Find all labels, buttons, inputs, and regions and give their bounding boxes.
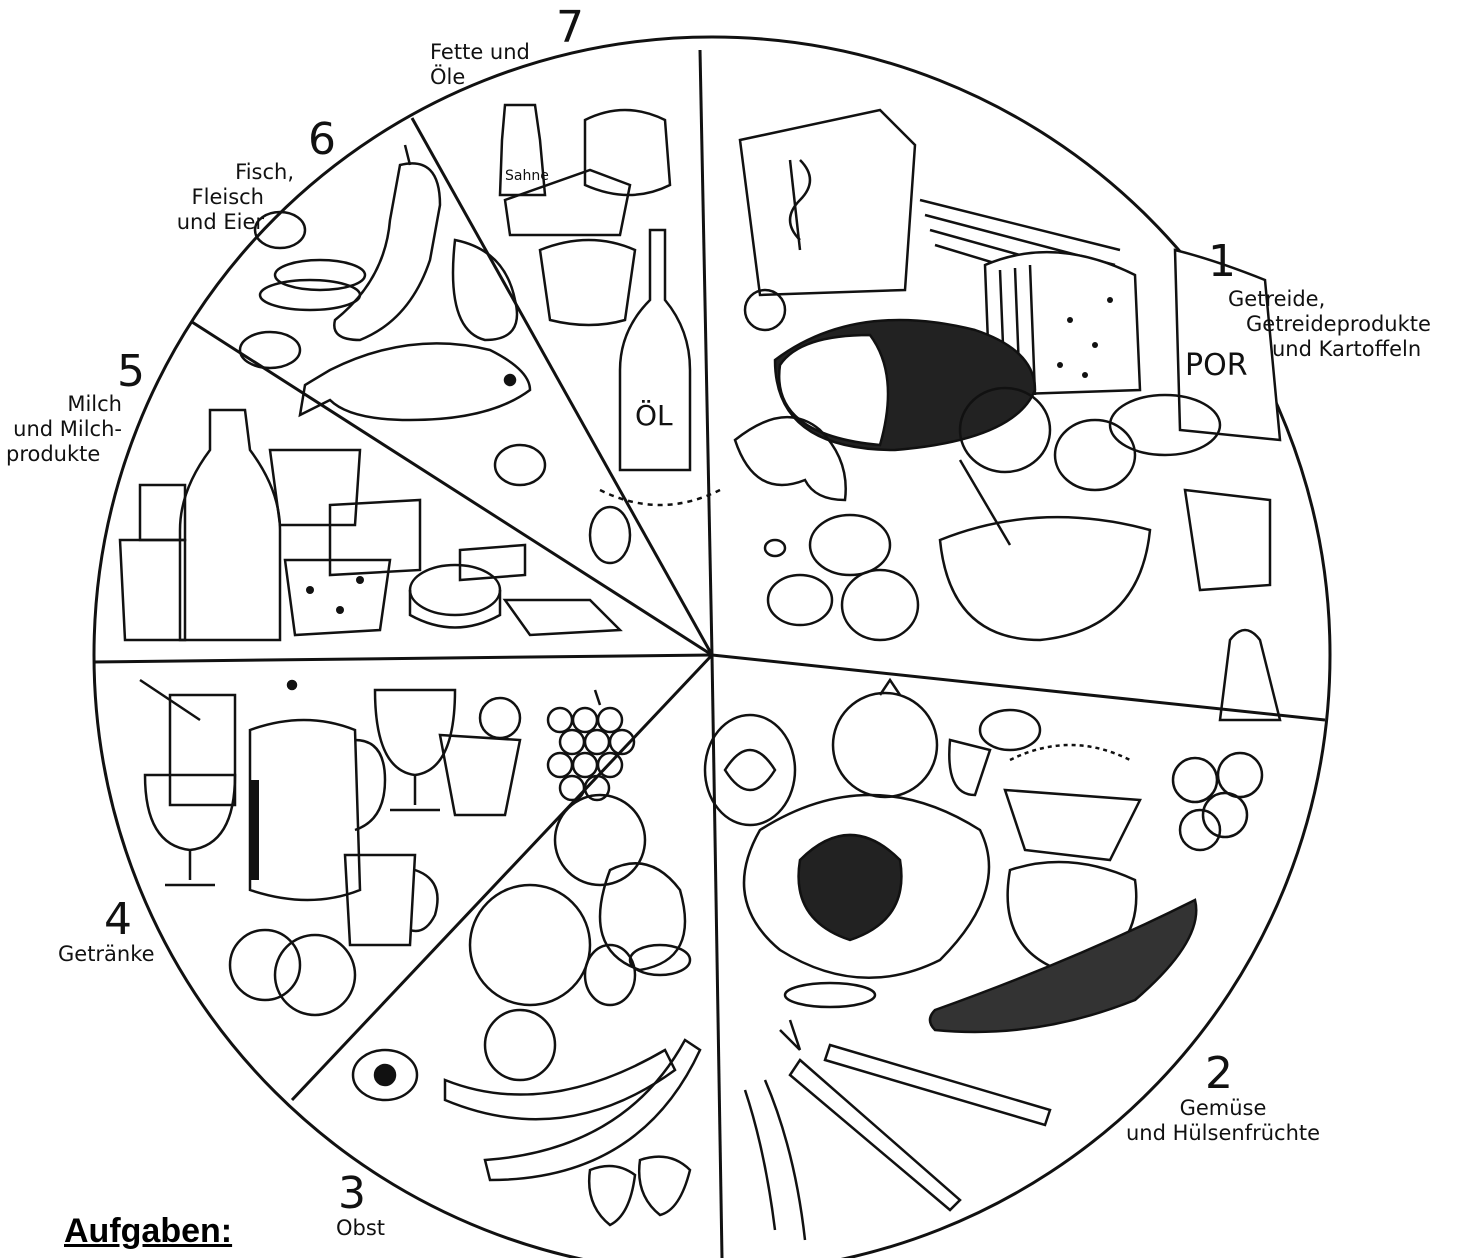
drink-icon [140, 680, 520, 1015]
segment-2-label: Gemüse und Hülsenfrüchte [1118, 1096, 1328, 1146]
segment-5-label: Milch und Milch- produkte [6, 392, 122, 468]
divider-2-3 [712, 655, 722, 1258]
segment-6-number: 6 [308, 118, 336, 162]
task-heading: Aufgaben: [64, 1212, 232, 1251]
vegetable-icon [705, 680, 1262, 1240]
divider-6-7 [412, 118, 712, 655]
segment-1-label-line-2: Getreideprodukte [1228, 312, 1431, 337]
segment-7-label: Fette und Öle [430, 40, 530, 90]
segment-7-label-line-1: Fette und [430, 40, 530, 65]
milk-icon [120, 410, 620, 640]
segment-5-label-line-3: produkte [6, 442, 122, 467]
divider-4-5 [93, 655, 712, 662]
segment-2-label-line-2: und Hülsenfrüchte [1118, 1121, 1328, 1146]
segment-3-number: 3 [338, 1172, 366, 1216]
segment-6-label-line-3: und Eier [140, 210, 300, 235]
segment-3-label-line-1: Obst [336, 1216, 385, 1241]
segment-6-label-line-1: Fisch, [140, 160, 300, 185]
oil-bottle-icon: Sahne ÖL [500, 105, 720, 505]
segment-7-label-line-2: Öle [430, 65, 530, 90]
cream-bottle-label: Sahne [505, 168, 549, 184]
segment-5-label-line-1: Milch [6, 392, 122, 417]
segment-5-label-line-2: und Milch- [6, 417, 122, 442]
segment-7-number: 7 [556, 6, 584, 50]
segment-2-label-line-1: Gemüse [1118, 1096, 1328, 1121]
segment-5-number: 5 [117, 350, 145, 394]
segment-4-label-line-1: Getränke [58, 942, 155, 967]
segment-6-label: Fisch, Fleisch und Eier [140, 160, 300, 236]
segment-1-label: Getreide, Getreideprodukte und Kartoffel… [1228, 287, 1431, 363]
divider-5-6 [192, 322, 712, 655]
divider-3-4 [292, 655, 712, 1100]
segment-1-label-line-3: und Kartoffeln [1228, 337, 1431, 362]
grain-bread-potato-icon: POR [735, 110, 1280, 720]
fruit-icon [353, 690, 700, 1225]
segment-6-label-line-2: Fleisch [140, 185, 300, 210]
segment-1-label-line-1: Getreide, [1228, 287, 1431, 312]
oil-bottle-label: ÖL [635, 398, 673, 432]
segment-1-number: 1 [1208, 240, 1236, 284]
segment-2-number: 2 [1205, 1052, 1233, 1096]
segment-4-label: Getränke [58, 942, 155, 967]
divider-7-1 [700, 50, 712, 655]
segment-3-label: Obst [336, 1216, 385, 1241]
segment-4-number: 4 [104, 898, 132, 942]
